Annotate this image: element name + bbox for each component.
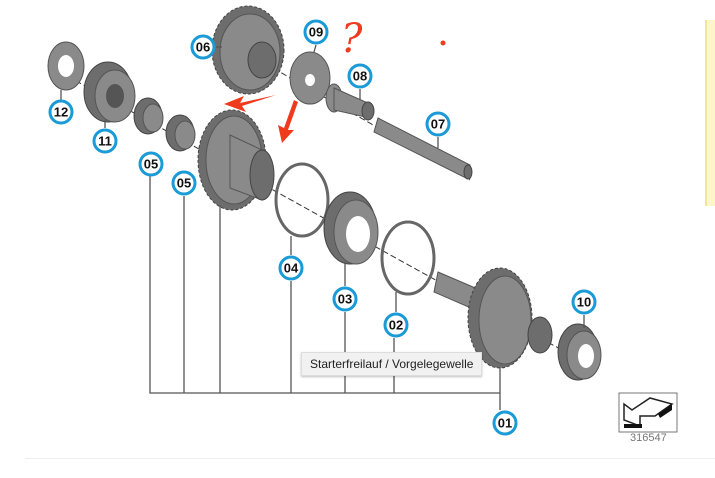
part-08-shaft-sleeve[interactable] [325, 83, 375, 121]
callout-03[interactable]: 03 [332, 286, 358, 312]
callout-06[interactable]: 06 [190, 34, 216, 60]
red-dot [440, 40, 446, 46]
svg-text:02: 02 [389, 318, 403, 333]
callout-05-b[interactable]: 05 [171, 170, 197, 196]
callout-05-a[interactable]: 05 [138, 151, 164, 177]
side-panel-edge [705, 20, 715, 206]
svg-text:05: 05 [177, 176, 191, 191]
svg-text:08: 08 [353, 69, 367, 84]
svg-text:07: 07 [431, 117, 445, 132]
part-starter-gear-assembly[interactable] [197, 109, 275, 211]
svg-text:11: 11 [98, 134, 112, 149]
svg-text:03: 03 [338, 292, 352, 307]
red-arrow-left-icon [224, 95, 276, 112]
arrow-down-left-icon[interactable] [618, 392, 678, 433]
callout-11[interactable]: 11 [92, 128, 118, 154]
part-12-bearing[interactable] [47, 41, 85, 91]
svg-text:12: 12 [54, 105, 68, 120]
svg-text:10: 10 [577, 295, 591, 310]
diagram-reference-number: 316547 [630, 432, 667, 444]
part-tooltip: Starterfreilauf / Vorgelegewelle [301, 352, 483, 376]
svg-text:04: 04 [284, 261, 299, 276]
part-07-shaft[interactable] [373, 117, 473, 180]
part-05-needle-bearing-b[interactable] [165, 114, 196, 152]
part-06-gear[interactable] [211, 5, 285, 95]
callout-04[interactable]: 04 [278, 255, 304, 281]
callout-02[interactable]: 02 [383, 312, 409, 338]
part-03-bearing[interactable] [323, 191, 379, 265]
part-10-bearing[interactable] [557, 323, 602, 381]
callout-07[interactable]: 07 [425, 111, 451, 137]
part-05-needle-bearing-a[interactable] [133, 97, 164, 135]
svg-text:06: 06 [196, 40, 210, 55]
part-01-countershaft[interactable] [433, 267, 553, 369]
question-mark-annotation: ? [341, 16, 363, 62]
red-annotations: ? [224, 16, 446, 143]
callout-08[interactable]: 08 [347, 63, 373, 89]
svg-text:09: 09 [309, 25, 323, 40]
svg-text:05: 05 [144, 157, 158, 172]
part-04-snap-ring[interactable] [274, 162, 330, 238]
leader-lines [60, 44, 585, 410]
part-11-bearing[interactable] [83, 61, 136, 123]
callout-12[interactable]: 12 [48, 99, 74, 125]
callout-09[interactable]: 09 [303, 19, 329, 45]
red-arrow-down-icon [278, 100, 298, 143]
part-02-snap-ring[interactable] [380, 220, 436, 296]
divider [25, 458, 715, 459]
part-09-washer[interactable] [289, 51, 331, 105]
callout-10[interactable]: 10 [571, 289, 597, 315]
callout-01[interactable]: 01 [492, 410, 518, 436]
svg-text:01: 01 [498, 416, 512, 431]
